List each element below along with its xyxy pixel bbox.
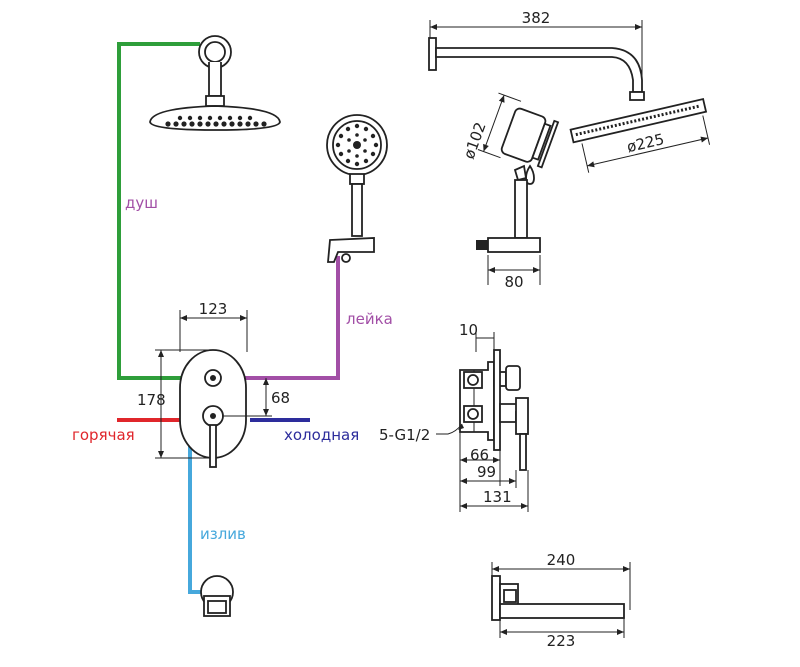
- dim-225-label: ø225: [625, 130, 666, 156]
- dim-240-label: 240: [547, 551, 576, 569]
- spout-side-drawing: 240 223: [491, 551, 631, 650]
- spout-wall-icon: [200, 575, 234, 617]
- dim-102-label: ø102: [460, 120, 490, 162]
- dim-178-label: 178: [137, 391, 166, 409]
- shower-arm-drawing: 382 ø225: [428, 9, 711, 173]
- hand-shower-label: лейка: [346, 310, 393, 328]
- dim-66-label: 66: [470, 446, 489, 464]
- thread-label: 5-G1/2: [379, 426, 430, 444]
- mixer-side-drawing: 10 5-G1/2 66 99: [379, 321, 529, 512]
- hand-shower-pipe-line: [243, 256, 340, 380]
- dim-382-label: 382: [522, 9, 551, 27]
- dim-123-label: 123: [199, 300, 228, 318]
- spout-label: излив: [200, 525, 246, 543]
- dim-10-label: 10: [459, 321, 478, 339]
- hand-shower-icon: [326, 114, 388, 263]
- dim-68-label: 68: [271, 389, 290, 407]
- hot-water-label: горячая: [72, 426, 135, 444]
- hand-shower-side-drawing: ø102 80: [460, 92, 560, 291]
- dim-99-label: 99: [477, 463, 496, 481]
- dim-223-label: 223: [547, 632, 576, 650]
- rain-shower-icon: [149, 35, 281, 131]
- shower-label: душ: [125, 194, 158, 212]
- dim-131-label: 131: [483, 488, 512, 506]
- plate-height-dimension: 178: [137, 349, 210, 459]
- dim-80-label: 80: [504, 273, 523, 291]
- plate-width-dimension: 123: [179, 300, 248, 352]
- outlet-spacing-dimension: 68: [222, 378, 290, 417]
- shower-pipe-line: [117, 42, 200, 380]
- cold-water-label: холодная: [284, 426, 359, 444]
